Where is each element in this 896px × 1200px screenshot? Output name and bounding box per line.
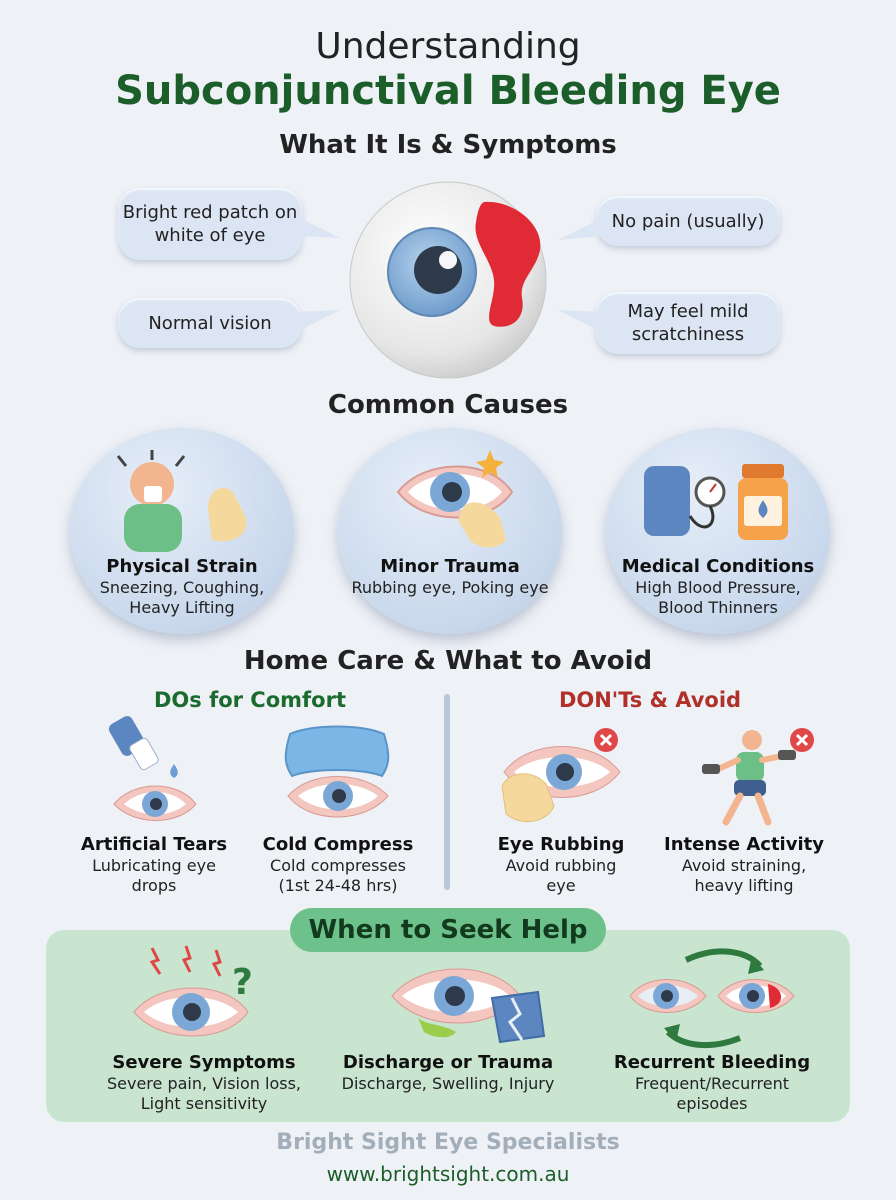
symptom-bubble-scratchiness: May feel mild scratchiness [596,292,780,354]
footer-url-link[interactable]: www.brightsight.com.au [326,1162,570,1186]
recurrent-bleeding-eyes-icon [629,948,795,1049]
dos-heading: DOs for Comfort [153,688,346,712]
help-title-recurrent-bleeding: Recurrent Bleeding [613,1052,811,1073]
cause-title-physical-strain: Physical Strain [106,556,258,577]
cause-desc-medical-conditions: High Blood Pressure, Blood Thinners [635,578,801,617]
dont-title-intense-activity: Intense Activity [664,834,824,855]
help-title-severe-symptoms: Severe Symptoms [112,1052,296,1073]
cause-title-minor-trauma: Minor Trauma [380,556,520,577]
eye-drops-icon [108,716,197,821]
blood-pressure-monitor-icon [644,464,788,540]
cause-desc-physical-strain: Sneezing, Coughing, Heavy Lifting [99,578,265,617]
footer-clinic-name: Bright Sight Eye Specialists [276,1130,620,1155]
cause-circle-minor-trauma [338,428,562,634]
title-line-1: Understanding [315,26,581,67]
help-desc-recurrent-bleeding: Frequent/Recurrent episodes [634,1074,789,1113]
cold-compress-icon [284,725,390,818]
bubble-tail [296,216,340,238]
cause-desc-minor-trauma: Rubbing eye, Poking eye [351,578,549,597]
help-title-discharge-trauma: Discharge or Trauma [342,1052,554,1073]
section-causes-heading: Common Causes [327,390,569,420]
dont-title-eye-rubbing: Eye Rubbing [497,834,625,855]
severe-symptoms-eye-icon: ? [133,945,253,1037]
do-desc-artificial-tears: Lubricating eye drops [92,856,216,895]
bubble-tail [558,310,602,332]
help-desc-discharge-trauma: Discharge, Swelling, Injury [341,1074,555,1093]
exercising-person-icon [702,728,814,826]
dont-desc-eye-rubbing: Avoid rubbing eye [505,856,617,895]
do-title-artificial-tears: Artificial Tears [80,834,228,855]
care-divider [444,694,450,890]
section-care-heading: Home Care & What to Avoid [243,646,653,676]
symptom-bubble-no-pain: No pain (usually) [596,196,780,246]
help-desc-severe-symptoms: Severe pain, Vision loss, Light sensitiv… [106,1074,301,1113]
discharge-trauma-eye-icon [391,968,546,1044]
eyeball-illustration [349,181,547,379]
do-title-cold-compress: Cold Compress [262,834,414,855]
title-line-2: Subconjunctival Bleeding Eye [115,68,781,114]
do-desc-cold-compress: Cold compresses (1st 24-48 hrs) [270,856,406,895]
svg-text:?: ? [232,962,253,1003]
bubble-tail [296,310,340,332]
cause-circle-medical-conditions [606,428,830,634]
cause-title-medical-conditions: Medical Conditions [621,556,815,577]
donts-heading: DON'Ts & Avoid [558,688,742,712]
section-what-heading: What It Is & Symptoms [279,130,617,160]
dont-desc-intense-activity: Avoid straining, heavy lifting [681,856,807,895]
eye-rubbing-icon [501,728,621,823]
help-heading: When to Seek Help [290,908,606,952]
eye-poke-icon [396,450,514,548]
sneezing-person-icon [116,450,247,552]
symptom-bubble-red-patch: Bright red patch on white of eye [118,188,302,260]
bubble-tail [558,218,602,240]
symptom-bubble-normal-vision: Normal vision [118,298,302,348]
